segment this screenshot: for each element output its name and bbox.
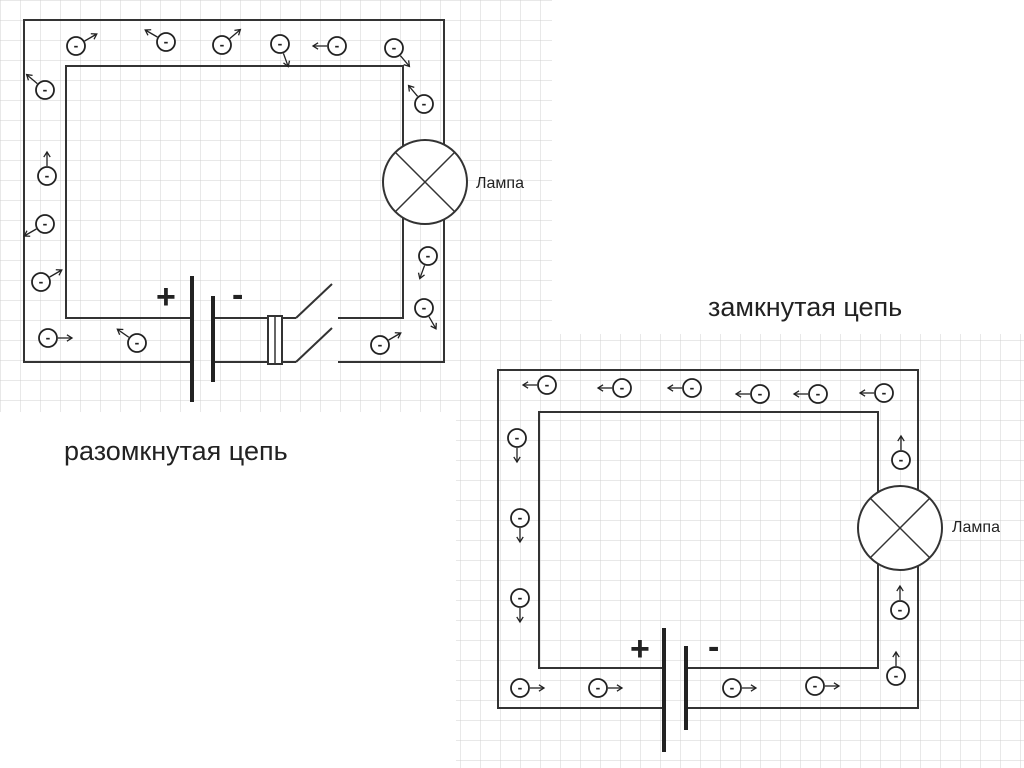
- lamp-cross: [869, 497, 931, 559]
- electron-closed-12: -: [886, 650, 906, 686]
- electron-open-6: -: [384, 38, 411, 68]
- lamp-closed: [857, 485, 943, 571]
- electron-charge-sign: -: [518, 590, 523, 606]
- electron-open-11: -: [31, 269, 63, 292]
- electron-charge-sign: -: [135, 335, 140, 351]
- caption-closed-circuit: замкнутая цепь: [708, 292, 903, 322]
- closed-circuit: + - Лампа: [497, 369, 1000, 752]
- electron-closed-5: -: [792, 384, 828, 404]
- electron-closed-7: -: [507, 428, 527, 464]
- electron-closed-1: -: [521, 375, 557, 395]
- electron-open-1: -: [66, 33, 98, 56]
- lamp-open: [382, 139, 468, 225]
- electron-charge-sign: -: [39, 274, 44, 290]
- electron-charge-sign: -: [426, 248, 431, 264]
- lamp-cross: [394, 151, 456, 213]
- electron-closed-13: -: [510, 678, 546, 698]
- electron-closed-9: -: [510, 588, 530, 624]
- electron-open-16: -: [370, 332, 402, 355]
- electron-closed-4: -: [734, 384, 770, 404]
- electron-open-10: -: [23, 214, 55, 237]
- electron-charge-sign: -: [278, 36, 283, 52]
- electron-closed-16: -: [805, 676, 841, 696]
- electron-open-7: -: [25, 73, 55, 100]
- electron-closed-8: -: [510, 508, 530, 544]
- electron-charge-sign: -: [422, 300, 427, 316]
- caption-open-circuit: разомкнутая цепь: [64, 436, 288, 466]
- electron-open-15: -: [414, 298, 437, 330]
- electron-charge-sign: -: [894, 668, 899, 684]
- electron-charge-sign: -: [898, 602, 903, 618]
- electron-charge-sign: -: [730, 680, 735, 696]
- electron-charge-sign: -: [518, 510, 523, 526]
- battery-minus-sign: -: [708, 628, 719, 666]
- electron-charge-sign: -: [335, 38, 340, 54]
- electron-open-2: -: [144, 29, 176, 52]
- battery-open: + -: [156, 276, 243, 402]
- electron-closed-2: -: [596, 378, 632, 398]
- switch-blade-bottom: [295, 327, 333, 363]
- wire-outer: [497, 369, 919, 709]
- electron-charge-sign: -: [545, 377, 550, 393]
- grid-background-closed: [456, 334, 1024, 768]
- wire-inner: [538, 411, 879, 669]
- electron-charge-sign: -: [882, 385, 887, 401]
- electron-charge-sign: -: [596, 680, 601, 696]
- electron-charge-sign: -: [43, 82, 48, 98]
- electron-charge-sign: -: [43, 216, 48, 232]
- electron-charge-sign: -: [518, 680, 523, 696]
- electron-open-3: -: [212, 28, 242, 55]
- wire-inner: [65, 65, 404, 319]
- electron-charge-sign: -: [220, 37, 225, 53]
- electron-open-14: -: [417, 246, 438, 280]
- electron-charge-sign: -: [46, 330, 51, 346]
- electron-open-12: -: [38, 328, 74, 348]
- switch-blade-top: [295, 283, 333, 319]
- electron-closed-10: -: [891, 434, 911, 470]
- electron-charge-sign: -: [813, 678, 818, 694]
- electron-closed-3: -: [666, 378, 702, 398]
- electron-charge-sign: -: [392, 40, 397, 56]
- battery-closed: + -: [630, 628, 719, 752]
- electron-charge-sign: -: [816, 386, 821, 402]
- electron-open-4: -: [270, 34, 291, 68]
- electron-charge-sign: -: [164, 34, 169, 50]
- electron-open-13: -: [116, 328, 147, 353]
- lamp-label: Лампа: [952, 519, 1000, 536]
- electron-closed-6: -: [858, 383, 894, 403]
- electron-charge-sign: -: [515, 430, 520, 446]
- electron-open-8: -: [407, 84, 434, 114]
- electron-charge-sign: -: [758, 386, 763, 402]
- wire-outer: [23, 19, 445, 363]
- electron-charge-sign: -: [45, 168, 50, 184]
- electron-charge-sign: -: [620, 380, 625, 396]
- electron-charge-sign: -: [378, 337, 383, 353]
- electrons: --------------------------------: [23, 28, 911, 698]
- electron-charge-sign: -: [74, 38, 79, 54]
- open-circuit: + - Лампа: [23, 19, 524, 402]
- battery-minus-sign: -: [232, 276, 243, 314]
- electron-charge-sign: -: [422, 96, 427, 112]
- electron-closed-14: -: [588, 678, 624, 698]
- switch-open: [267, 283, 333, 365]
- lamp-label: Лампа: [476, 175, 524, 192]
- electron-charge-sign: -: [690, 380, 695, 396]
- battery-plus-sign: +: [630, 630, 650, 668]
- electron-closed-15: -: [722, 678, 758, 698]
- electron-charge-sign: -: [899, 452, 904, 468]
- electron-open-5: -: [311, 36, 347, 56]
- battery-plus-sign: +: [156, 278, 176, 316]
- electron-closed-11: -: [890, 584, 910, 620]
- electron-open-9: -: [37, 150, 57, 186]
